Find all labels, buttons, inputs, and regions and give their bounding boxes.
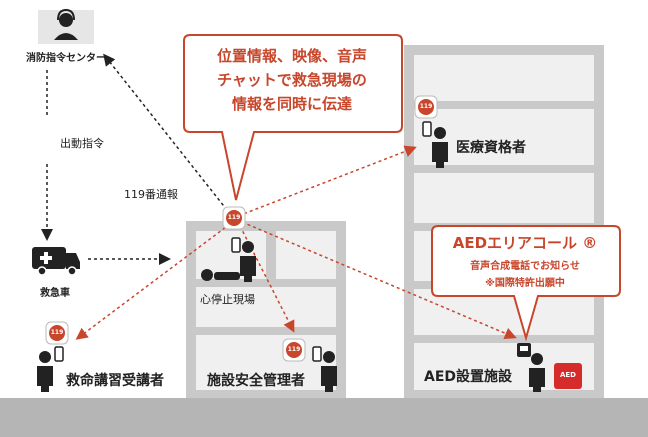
- bubble-line: 位置情報、映像、音声: [216, 47, 367, 65]
- app-icon-label: 119: [227, 214, 241, 221]
- arrow-to-aed: [241, 221, 517, 340]
- medical-label: 医療資格者: [456, 140, 526, 156]
- ambulance-icon: [32, 247, 80, 276]
- patient-icon: [201, 269, 240, 281]
- call-119-arrow: [103, 53, 228, 211]
- facility-manager-label: 施設安全管理者: [207, 373, 305, 389]
- ambulance-label: 救急車: [40, 288, 70, 299]
- info-bubble-text: 位置情報、映像、音声 チャットで救急現場の 情報を同時に伝達: [186, 44, 398, 116]
- arrest-site-label: 心停止現場: [200, 293, 255, 306]
- call-119-label: 119番通報: [124, 188, 178, 201]
- aed-call-line1: 音声合成電話でお知らせ: [470, 261, 580, 272]
- info-bubble: [183, 34, 403, 201]
- arrow-to-medical: [232, 145, 417, 219]
- aed-staff-person-icon: [529, 353, 545, 392]
- trainee-label: 救命講習受講者: [66, 373, 164, 389]
- bubble-line: 情報を同時に伝達: [231, 95, 352, 113]
- aed-call-line2: ※国際特許出願中: [485, 278, 565, 289]
- manager-person-icon: [312, 346, 337, 392]
- aed-call-title: AEDエリアコール ®: [452, 234, 598, 252]
- desk-phone-icon: [517, 343, 531, 357]
- app-119-icon: [222, 206, 246, 230]
- operator-icon: [38, 8, 94, 44]
- app-icon-label: 119: [287, 346, 301, 353]
- arrow-to-trainee: [75, 223, 231, 340]
- app-119-icon: [45, 321, 69, 345]
- app-icon-label: 119: [419, 103, 433, 110]
- aed-call-details: 音声合成電話でお知らせ ※国際特許出願中: [432, 258, 618, 292]
- app-119-icon: [414, 95, 438, 119]
- aed-facility-label: AED設置施設: [424, 369, 513, 385]
- center-label: 消防指令センター: [26, 53, 106, 64]
- aed-box: [554, 363, 582, 389]
- bubble-line: チャットで救急現場の: [217, 71, 367, 89]
- app-119-icon: [282, 338, 306, 362]
- medical-person-icon: [422, 121, 448, 168]
- aed-call-bubble: [431, 225, 621, 342]
- trainee-person-icon: [37, 346, 64, 392]
- caller-person-icon: [231, 237, 256, 282]
- dispatch-label: 出動指令: [60, 137, 104, 150]
- ground: [0, 398, 648, 437]
- app-icon-label: 119: [50, 329, 64, 336]
- aed-badge-label: AED: [559, 371, 576, 379]
- center-building: [186, 221, 346, 398]
